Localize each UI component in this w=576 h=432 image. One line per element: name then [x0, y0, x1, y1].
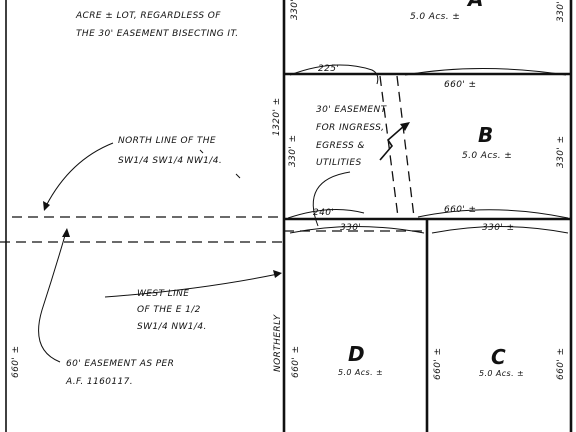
easement-60-label: 60' EASEMENT AS PER	[66, 359, 174, 369]
north-line-leader	[45, 142, 114, 207]
parcel-c-area: 5.0 Acs. ±	[479, 369, 524, 378]
dimension-330-c: 330' ±	[482, 223, 514, 233]
parcel-d-area: 5.0 Acs. ±	[338, 368, 383, 377]
easement-30-label-4: UTILITIES	[316, 158, 362, 168]
easement-30-zigzag	[379, 125, 405, 161]
parcel-b-area: 5.0 Acs. ±	[462, 151, 512, 161]
dimension-arc-660-bottom	[417, 209, 569, 219]
parcel-a-area: 5.0 Acs. ±	[410, 12, 460, 22]
dimension-1320: 1320' ±	[272, 97, 282, 136]
dimension-660-d-left: 660' ±	[291, 346, 301, 378]
easement-30-east-edge	[396, 75, 415, 218]
easement-60-arrow	[62, 228, 70, 237]
dimension-330-d: 330'	[340, 223, 361, 233]
dimension-660-c-right: 660' ±	[556, 348, 566, 380]
parcel-b-letter: B	[478, 123, 493, 147]
top-note-line1: ACRE ± LOT, REGARDLESS OF	[75, 11, 221, 21]
west-line-leader	[104, 273, 279, 298]
north-line-arrow	[43, 201, 50, 211]
dimension-240: 240'	[313, 208, 334, 218]
tick-mark	[235, 173, 241, 179]
dimension-330-a-left: 330'	[290, 0, 300, 20]
west-line-arrow	[273, 270, 282, 278]
parcel-c-letter: C	[491, 345, 506, 369]
dimension-330-b-left: 330' ±	[288, 135, 298, 167]
northerly-label: NORTHERLY	[273, 313, 283, 372]
dimension-arc-660-top	[404, 68, 567, 76]
dimension-arc-225	[289, 64, 379, 85]
parcel-d-letter: D	[348, 342, 365, 366]
easement-30-arrow	[400, 122, 410, 131]
north-line-label-1: NORTH LINE OF THE	[118, 136, 216, 146]
dimension-660-c-left: 660' ±	[433, 348, 443, 380]
easement-30-west-edge	[379, 75, 399, 218]
dimension-330-b-right: 330' ±	[556, 136, 566, 168]
easement-30-leader	[312, 171, 351, 227]
west-line-label-1: WEST LINE	[137, 289, 189, 299]
dimension-660-top: 660' ±	[444, 80, 476, 90]
dimension-arc-330-c	[431, 226, 569, 234]
dimension-330-a-right: 330'	[556, 1, 566, 22]
easement-30-label-1: 30' EASEMENT	[316, 105, 388, 115]
west-line-label-3: SW1/4 NW1/4.	[137, 322, 207, 332]
easement-30-label-3: EGRESS &	[316, 141, 365, 151]
west-line-label-2: OF THE E 1/2	[137, 305, 201, 315]
tick-mark	[199, 149, 204, 154]
north-line-label-2: SW1/4 SW1/4 NW1/4.	[118, 156, 222, 166]
top-note-line2: THE 30' EASEMENT BISECTING IT.	[76, 29, 239, 39]
easement-60-leader	[38, 231, 67, 363]
easement-60-reference: A.F. 1160117.	[65, 377, 133, 387]
dimension-arc-240	[287, 209, 365, 219]
dimension-660-bottom: 660' ±	[444, 205, 476, 215]
easement-30-label-2: FOR INGRESS,	[316, 123, 384, 133]
dimension-660-west: 660' ±	[11, 346, 21, 378]
dimension-225: 225'	[318, 64, 339, 74]
dimension-arc-330-d	[289, 226, 425, 234]
parcel-a-letter: A	[466, 0, 483, 11]
